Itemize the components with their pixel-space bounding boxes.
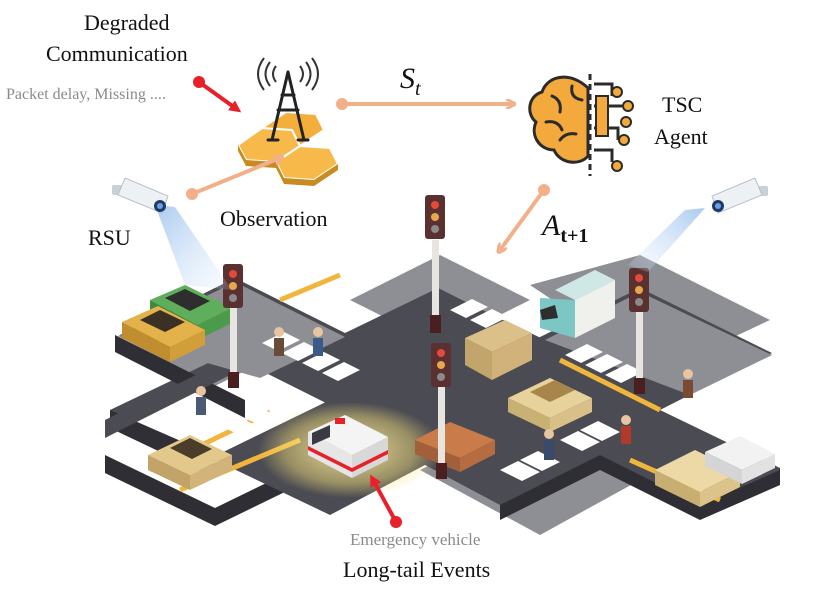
traffic-light-icon xyxy=(425,195,445,333)
packet-label: Packet delay, Missing .... xyxy=(6,86,166,103)
white-car xyxy=(705,436,775,484)
crosswalk-bottom-right xyxy=(500,421,620,481)
tsc-label-line2: Agent xyxy=(654,124,708,149)
camera-left-icon xyxy=(112,177,232,290)
pedestrian-4 xyxy=(683,369,693,398)
pedestrian-1 xyxy=(274,327,284,356)
state-symbol: S xyxy=(400,62,415,95)
pedestrian-3 xyxy=(196,386,206,415)
action-arrow xyxy=(500,188,546,250)
action-symbol: A xyxy=(542,209,561,242)
curb-left xyxy=(115,335,245,418)
camera-right-icon xyxy=(628,177,768,272)
longtail-label: Long-tail Events xyxy=(343,557,491,582)
antenna-tower-icon xyxy=(236,57,340,186)
rsu-label: RSU xyxy=(88,225,131,250)
arrows xyxy=(186,76,550,528)
tsc-label-line1: TSC xyxy=(662,92,703,117)
pedestrian-2 xyxy=(313,327,323,356)
traffic-light-icon xyxy=(223,264,243,388)
tan-car-top xyxy=(465,320,532,380)
sedan-right xyxy=(655,450,740,507)
brown-car xyxy=(415,422,495,472)
state-label: St xyxy=(400,62,421,101)
state-subscript: t xyxy=(415,78,421,100)
traffic-lights xyxy=(223,195,649,479)
observation-arrow xyxy=(191,158,280,196)
traffic-light-icon xyxy=(629,268,649,394)
crosswalk-left xyxy=(262,332,360,381)
traffic-light-icon xyxy=(431,343,451,479)
yellow-taxi-left xyxy=(122,306,205,362)
tan-car-right xyxy=(508,378,592,432)
degraded-label-line1: Degraded xyxy=(84,10,170,35)
pedestrians xyxy=(196,327,693,460)
degraded-label-line2: Communication xyxy=(46,41,188,66)
truck xyxy=(540,270,615,338)
longtail-arrow xyxy=(370,474,398,523)
lane-line-right xyxy=(558,357,662,413)
emergency-label: Emergency vehicle xyxy=(350,530,481,549)
observation-label: Observation xyxy=(220,206,328,231)
ambulance-icon xyxy=(308,415,388,478)
pedestrian-5 xyxy=(544,429,554,460)
action-subscript: t+1 xyxy=(560,225,589,247)
crosswalk-right xyxy=(565,344,643,383)
pedestrian-6 xyxy=(621,415,631,444)
lane-line-top xyxy=(279,272,341,303)
degraded-arrow xyxy=(197,80,242,113)
action-label: At+1 xyxy=(542,209,588,248)
tan-car-left xyxy=(148,435,232,490)
brain-chip-icon xyxy=(528,74,634,176)
vehicles xyxy=(122,270,775,507)
